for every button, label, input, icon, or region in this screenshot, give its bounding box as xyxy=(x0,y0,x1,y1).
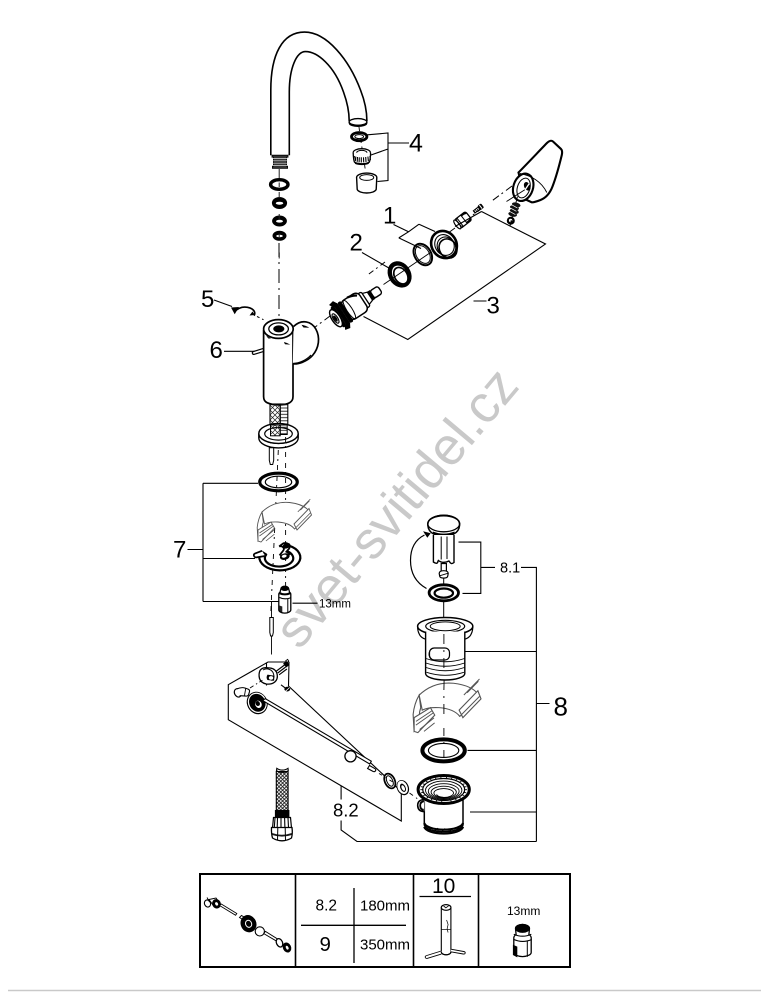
svg-text:4: 4 xyxy=(409,130,423,158)
svg-text:3: 3 xyxy=(487,293,500,320)
svg-text:8.2: 8.2 xyxy=(316,898,338,915)
svg-text:10: 10 xyxy=(432,875,455,898)
svg-text:9: 9 xyxy=(320,933,331,956)
svg-text:7: 7 xyxy=(173,537,186,564)
svg-text:6: 6 xyxy=(210,337,223,364)
svg-text:1: 1 xyxy=(383,203,396,230)
svg-text:8: 8 xyxy=(554,692,568,722)
svg-text:2: 2 xyxy=(350,230,363,257)
svg-text:8.2: 8.2 xyxy=(333,800,359,821)
svg-text:350mm: 350mm xyxy=(360,937,410,954)
svg-text:13mm: 13mm xyxy=(319,599,351,611)
svg-text:180mm: 180mm xyxy=(360,898,410,915)
svg-text:13mm: 13mm xyxy=(507,904,540,918)
svg-text:5: 5 xyxy=(201,286,214,313)
svg-text:8.1: 8.1 xyxy=(500,561,520,577)
